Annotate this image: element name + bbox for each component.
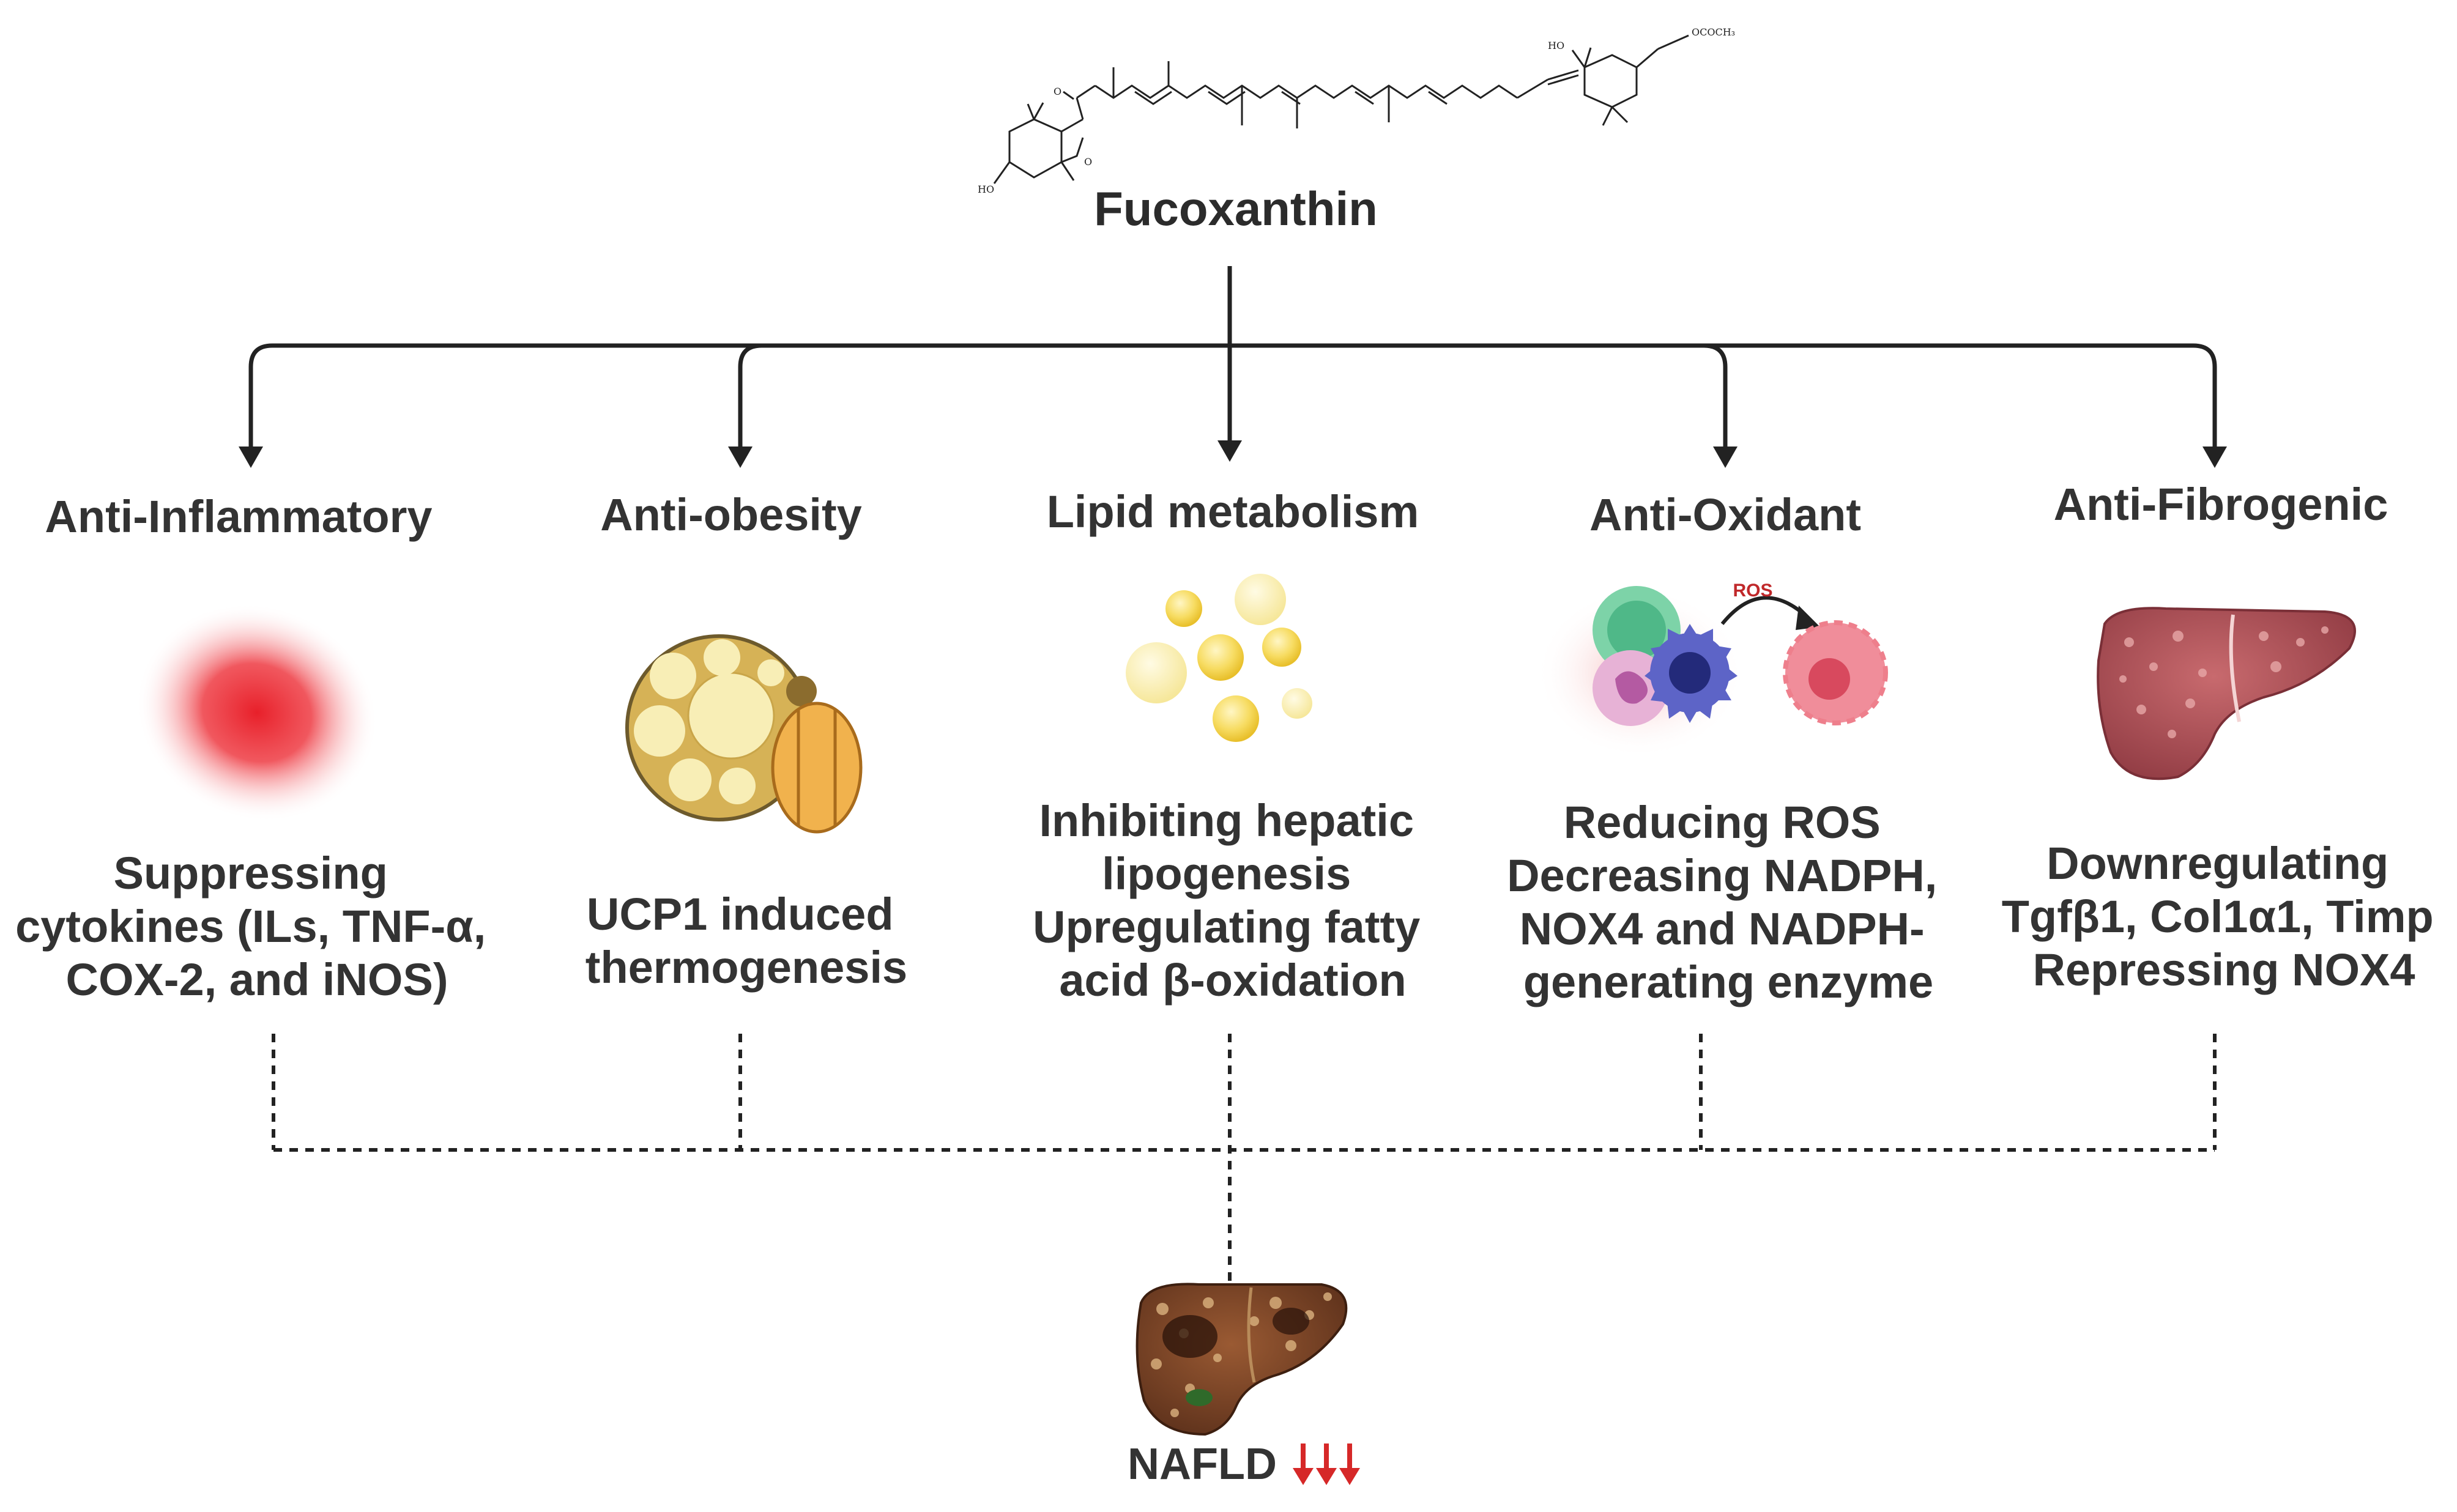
adipocyte-icon	[625, 634, 863, 834]
arrowheads	[239, 440, 2227, 468]
heading-lipid-metabolism: Lipid metabolism	[1047, 486, 1419, 537]
desc-line: Downregulating	[2046, 838, 2388, 889]
description-anti-fibrogenic: Downregulating Tgfβ1, Col1α1, Timp Repre…	[2002, 838, 2447, 995]
acetate-group-label: OCOCH₃	[1692, 26, 1735, 38]
heading-anti-fibrogenic: Anti-Fibrogenic	[2054, 479, 2388, 530]
description-anti-oxidant: Reducing ROS Decreasing NADPH, NOX4 and …	[1507, 797, 1950, 1007]
heading-anti-obesity: Anti-obesity	[600, 489, 862, 540]
desc-line: UCP1 induced	[587, 889, 894, 939]
diseased-liver-icon	[1136, 1283, 1348, 1436]
ketone-label: O	[1054, 86, 1061, 97]
heading-anti-oxidant: Anti-Oxidant	[1589, 489, 1861, 540]
desc-line: Reducing ROS	[1564, 797, 1881, 848]
epoxide-label: O	[1084, 156, 1092, 168]
inflammation-icon	[136, 603, 378, 822]
ros-label: ROS	[1733, 580, 1772, 601]
desc-line: Tgfβ1, Col1α1, Timp	[2002, 891, 2434, 942]
description-lipid-metabolism: Inhibiting hepatic lipogenesis Upregulat…	[1033, 795, 1433, 1006]
fucoxanthin-structure-icon: OCOCH₃ HO HO O O	[978, 26, 1735, 195]
desc-line: COX-2, and iNOS)	[66, 954, 448, 1005]
heading-anti-inflammatory: Anti-Inflammatory	[45, 491, 432, 542]
description-anti-obesity: UCP1 induced thermogenesis	[585, 889, 907, 993]
desc-line: Suppressing	[114, 848, 388, 899]
hydroxyl-top-label: HO	[1548, 40, 1564, 51]
fibrotic-liver-icon	[2097, 607, 2356, 780]
convergence-dashed-lines	[272, 1034, 2217, 1288]
desc-line: cytokines (ILs, TNF-α,	[15, 901, 486, 952]
desc-line: acid β-oxidation	[1059, 955, 1406, 1006]
immune-cells-ros-icon: ROS	[1536, 580, 1888, 758]
decrease-arrows-icon	[1293, 1443, 1360, 1485]
desc-line: Inhibiting hepatic	[1039, 795, 1414, 846]
hydroxyl-bottom-label: HO	[978, 183, 994, 195]
effect-tree-arrows	[248, 266, 2217, 453]
desc-line: Decreasing NADPH,	[1507, 850, 1937, 901]
molecule-title: Fucoxanthin	[1094, 182, 1378, 235]
desc-line: Upregulating fatty	[1033, 902, 1420, 952]
outcome-label: NAFLD	[1128, 1440, 1277, 1489]
desc-line: generating enzyme	[1523, 957, 1933, 1007]
description-anti-inflammatory: Suppressing cytokines (ILs, TNF-α, COX-2…	[15, 848, 499, 1005]
desc-line: NOX4 and NADPH-	[1520, 903, 1925, 954]
desc-line: lipogenesis	[1102, 848, 1351, 899]
desc-line: thermogenesis	[585, 942, 907, 993]
desc-line: Repressing NOX4	[2032, 944, 2415, 995]
lipid-droplets-icon	[1126, 574, 1312, 742]
